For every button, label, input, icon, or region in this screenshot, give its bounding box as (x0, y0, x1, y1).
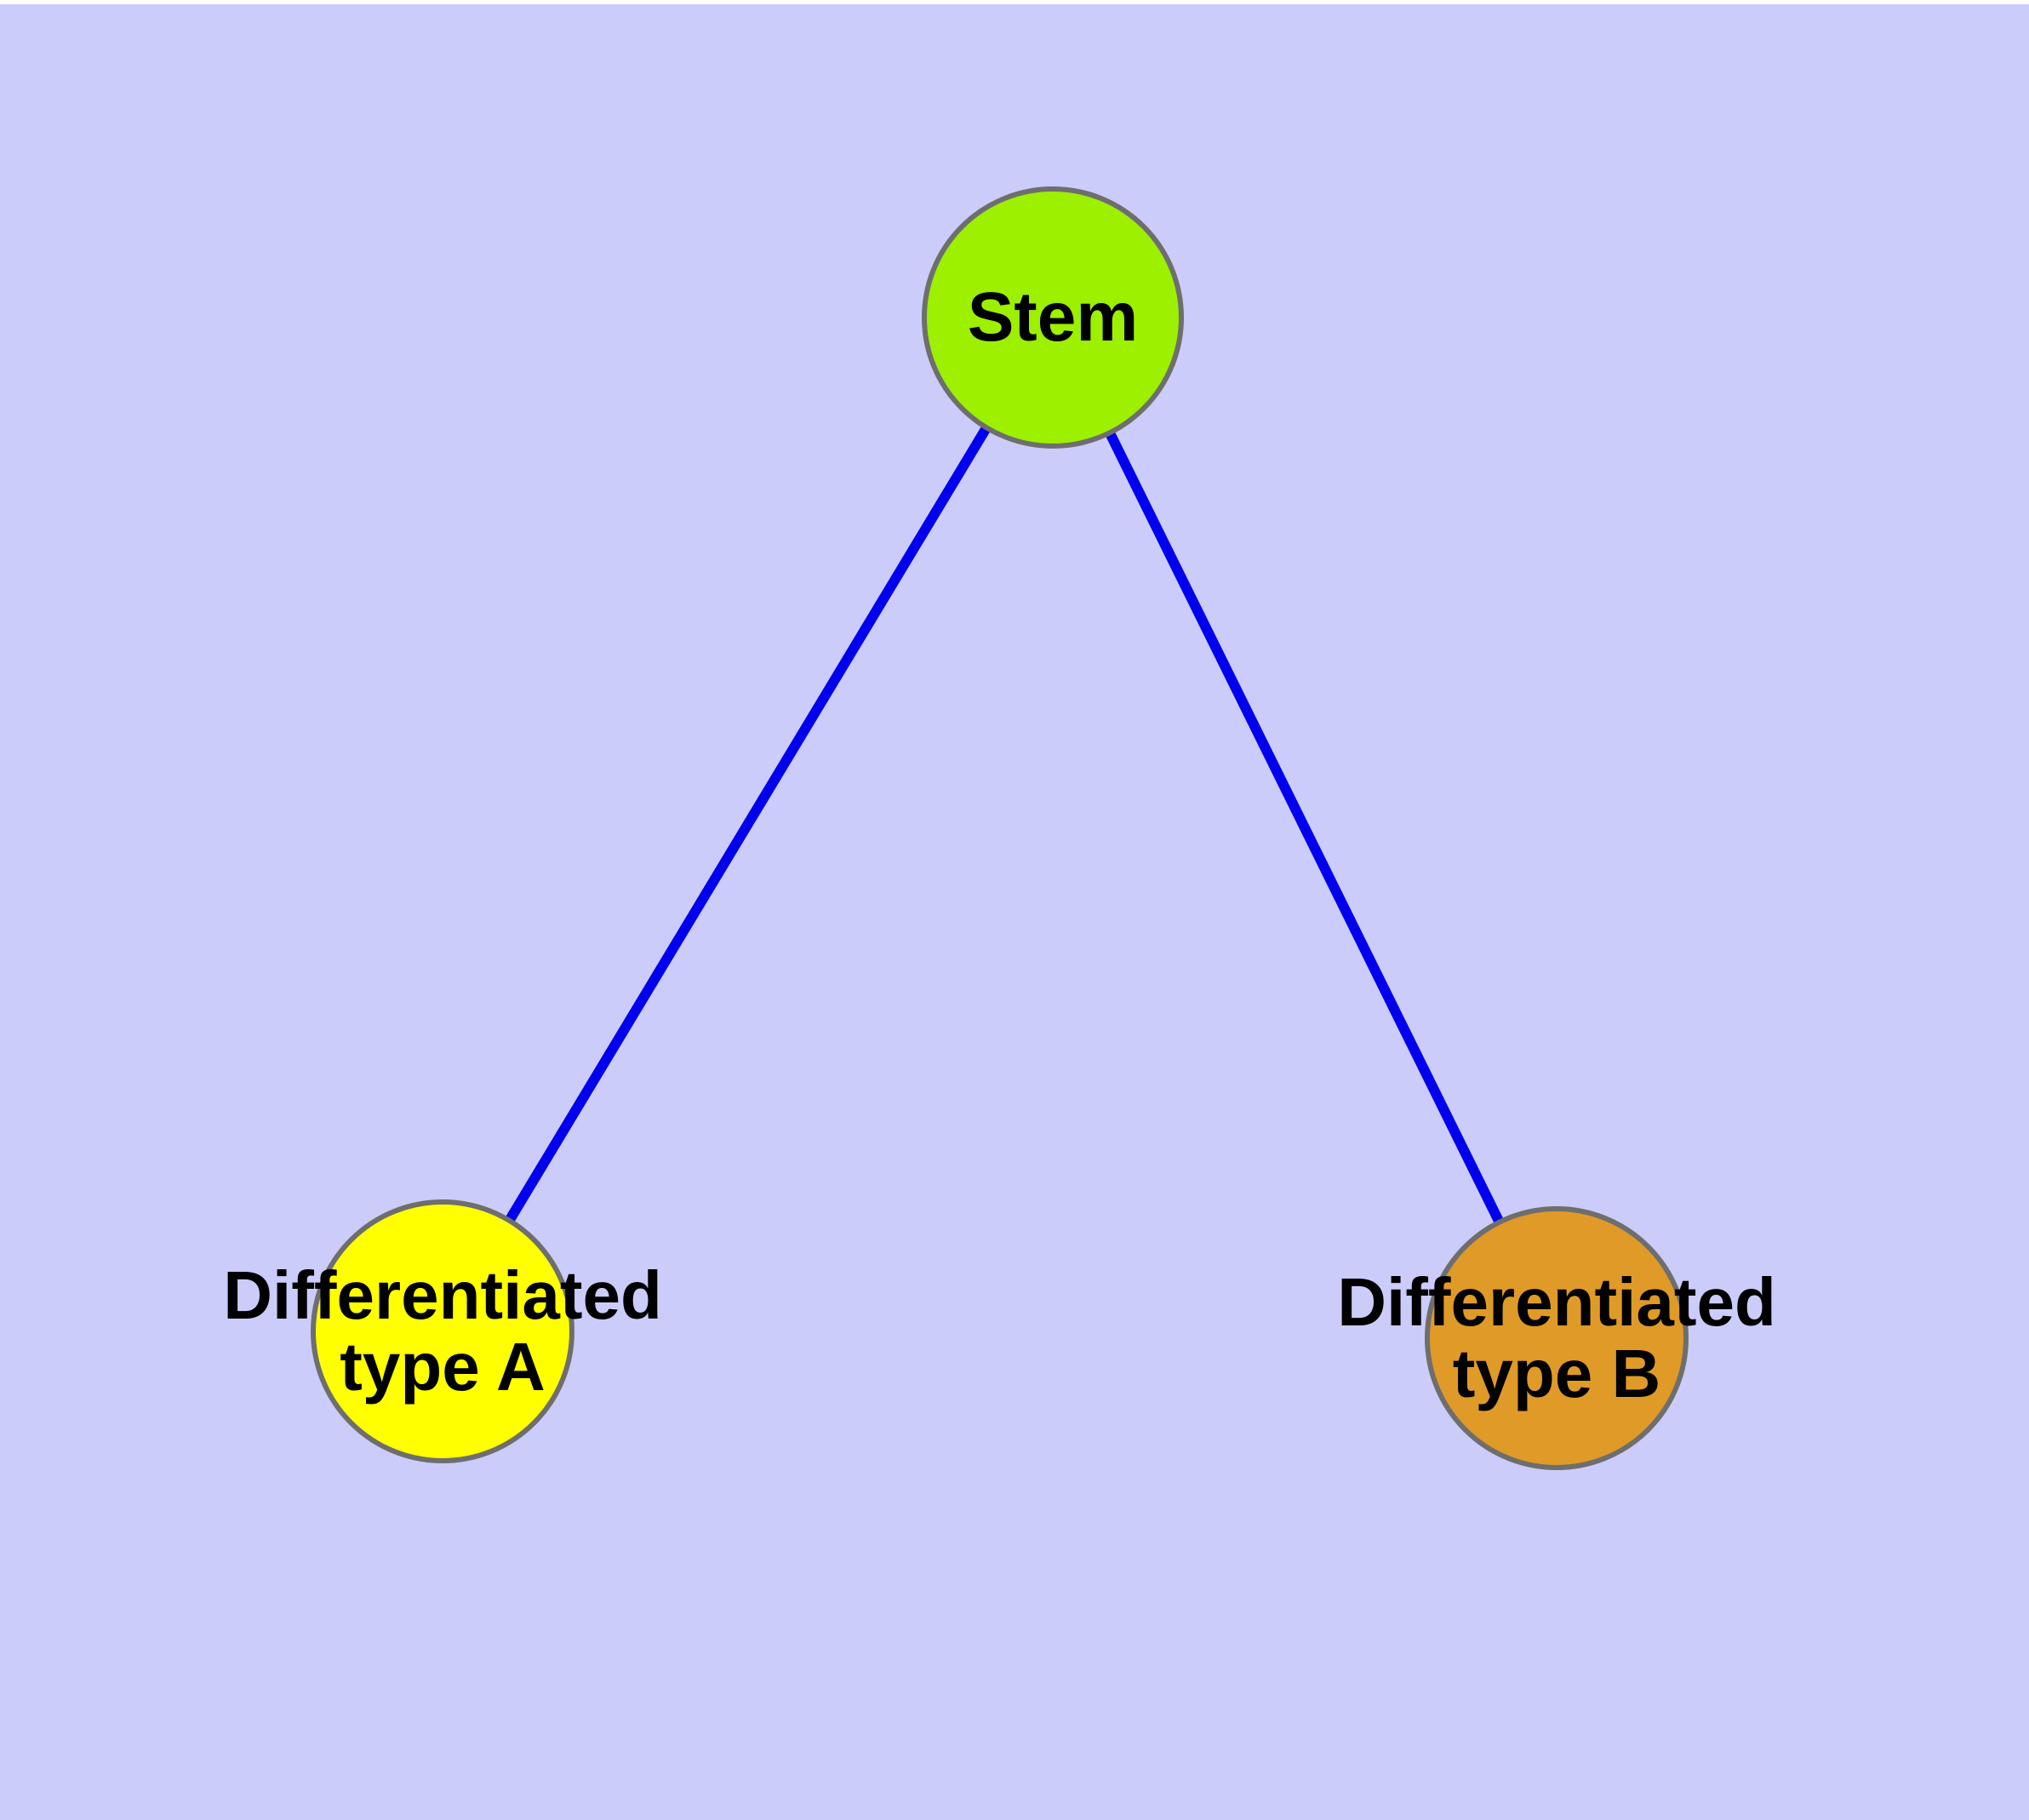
edge-layer (504, 423, 1505, 1227)
node-differentiated-type-a[interactable] (311, 1199, 574, 1463)
node-layer (311, 186, 1689, 1470)
node-differentiated-type-b[interactable] (1425, 1206, 1689, 1470)
edge-stem-to-differentiated-type-a[interactable] (504, 423, 992, 1225)
edge-stem-to-differentiated-type-b[interactable] (1104, 428, 1505, 1227)
node-stem[interactable] (922, 186, 1184, 449)
